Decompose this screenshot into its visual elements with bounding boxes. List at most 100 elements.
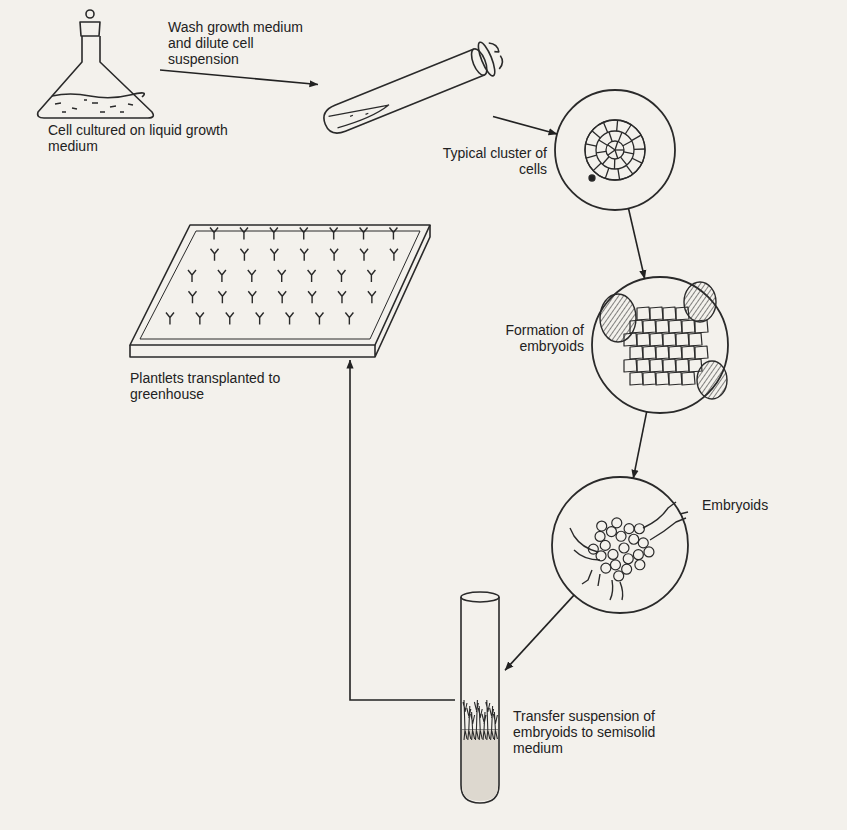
plantlet xyxy=(360,227,368,239)
node-label: Transfer suspension of embryoids to semi… xyxy=(513,708,683,756)
plantlet xyxy=(210,227,218,239)
root xyxy=(491,730,494,740)
cell xyxy=(682,372,695,385)
cell-wall xyxy=(593,163,601,171)
cell xyxy=(669,320,682,333)
plantlet xyxy=(270,227,278,239)
root xyxy=(494,730,497,740)
node-label: Typical cluster of cells xyxy=(437,145,547,177)
cell xyxy=(612,518,622,528)
cell-wall xyxy=(586,144,597,146)
cell-wall xyxy=(596,131,634,169)
cell-wall xyxy=(602,157,609,164)
cell xyxy=(638,538,648,548)
root xyxy=(475,730,478,740)
cell-wall xyxy=(609,132,612,141)
cell xyxy=(595,531,605,541)
node-label: Cell cultured on liquid growth medium xyxy=(48,122,248,154)
plantlet xyxy=(308,270,316,282)
cell xyxy=(600,540,610,550)
plantlet xyxy=(389,227,397,239)
plantlet xyxy=(248,291,256,303)
embryoid-outgrowth xyxy=(570,502,688,600)
cell xyxy=(608,549,618,559)
cell-wall xyxy=(632,135,642,140)
root xyxy=(468,730,471,740)
cell xyxy=(656,372,669,385)
view-node: Typical cluster of cells xyxy=(555,90,675,210)
plantlet xyxy=(286,313,294,325)
plantlet xyxy=(248,270,256,282)
flow-arrow xyxy=(505,595,574,670)
plantlet xyxy=(467,706,471,730)
plantlet xyxy=(345,313,353,325)
flask-node: Cell cultured on liquid growth medium xyxy=(30,8,160,120)
cell xyxy=(629,534,639,544)
cell xyxy=(624,359,637,372)
cell xyxy=(616,531,626,541)
plantlet xyxy=(240,249,248,261)
cell-wall xyxy=(634,148,645,150)
cell-wall xyxy=(616,120,618,131)
plantlet xyxy=(390,249,398,261)
cell xyxy=(656,320,669,333)
cell xyxy=(637,359,650,372)
cell xyxy=(623,554,633,564)
plantlet xyxy=(482,712,486,730)
plantlet xyxy=(338,291,346,303)
plantlet xyxy=(368,291,376,303)
cell-wall xyxy=(599,140,608,145)
cell xyxy=(663,333,676,346)
edge-label: Wash growth medium and dilute cell suspe… xyxy=(166,18,320,68)
cell-wall xyxy=(621,157,627,165)
plantlet xyxy=(188,291,196,303)
cell xyxy=(650,307,663,320)
cell xyxy=(669,346,682,359)
plantlet xyxy=(211,249,219,261)
cell xyxy=(634,524,644,534)
root xyxy=(483,730,486,740)
tray-node: Plantlets transplanted to greenhouse xyxy=(130,220,430,360)
plantlet xyxy=(240,227,248,239)
cell xyxy=(610,560,620,570)
plantlet xyxy=(486,700,490,730)
cell xyxy=(656,346,669,359)
plantlet xyxy=(330,227,338,239)
cell-wall xyxy=(596,151,606,152)
cell-wall xyxy=(632,158,642,163)
cell-wall xyxy=(608,145,615,150)
plantlet xyxy=(474,700,478,730)
view-node: Embryoids xyxy=(552,477,688,613)
cell-wall xyxy=(615,141,618,150)
cell xyxy=(682,320,695,333)
cell xyxy=(633,550,643,560)
node-label: Formation of embryoids xyxy=(478,322,584,354)
cell xyxy=(650,359,663,372)
root xyxy=(464,730,467,740)
view-circle xyxy=(592,277,728,413)
tube-node: Transfer suspension of embryoids to semi… xyxy=(455,590,505,805)
node-label: Plantlets transplanted to greenhouse xyxy=(130,370,320,402)
embryoid xyxy=(600,282,727,399)
flow-arrow xyxy=(629,209,645,279)
flow-arrow xyxy=(633,412,646,479)
cell-wall xyxy=(615,150,618,159)
plantlet xyxy=(463,700,467,730)
plantlet xyxy=(218,291,226,303)
plantlet xyxy=(218,270,226,282)
plantlet xyxy=(166,313,174,325)
plantlet xyxy=(490,706,494,730)
test-tube xyxy=(319,37,507,141)
cell-wall xyxy=(624,152,634,154)
cell-wall xyxy=(615,149,624,150)
cell xyxy=(630,372,643,385)
cell xyxy=(643,346,656,359)
plantlet xyxy=(188,270,196,282)
cell xyxy=(676,359,689,372)
cell-wall xyxy=(626,165,633,174)
plantlet xyxy=(226,313,234,325)
plantlet xyxy=(471,712,475,730)
cell xyxy=(637,307,650,320)
plantlet xyxy=(300,227,308,239)
plantlet xyxy=(256,313,264,325)
